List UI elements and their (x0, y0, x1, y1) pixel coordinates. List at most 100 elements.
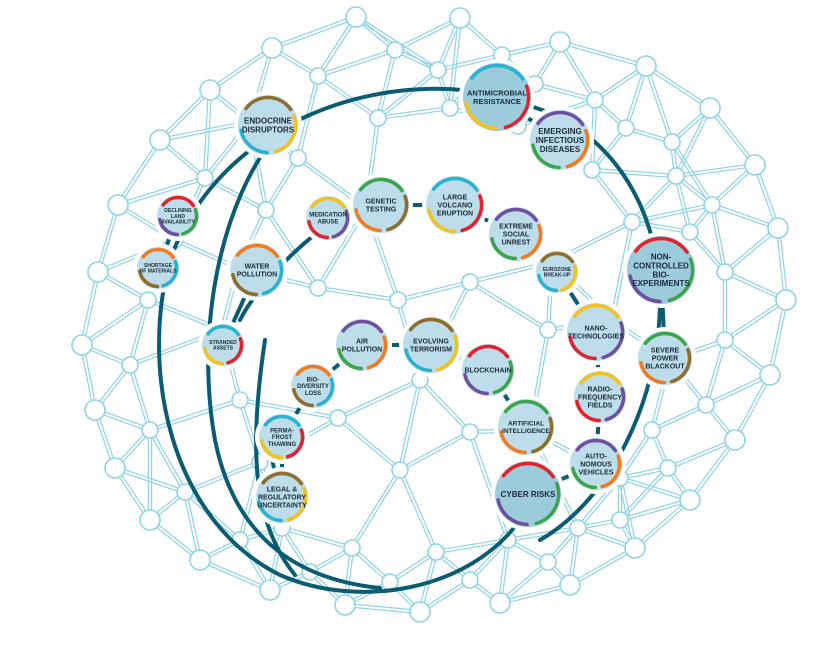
web-link (725, 270, 787, 300)
risk-node-disc (336, 319, 388, 371)
risk-node-cyber[interactable]: CYBER RISKS (491, 457, 565, 531)
web-link (706, 340, 728, 406)
web-link (468, 538, 508, 580)
web-link (723, 298, 786, 340)
risk-ring-arc (161, 195, 196, 208)
risk-ring-arc (285, 428, 305, 459)
web-node (345, 6, 367, 28)
risk-node-disc (498, 399, 554, 455)
web-node (461, 273, 479, 291)
web-link (266, 158, 300, 212)
risk-label-line: GENETIC (365, 199, 396, 206)
web-node (427, 543, 445, 561)
web-link (316, 76, 378, 120)
web-link (390, 552, 438, 584)
web-link (672, 140, 714, 205)
risk-ring-arc (206, 324, 241, 337)
web-link (676, 165, 756, 179)
risk-node-blockchain[interactable]: BLOCKCHAIN (458, 340, 518, 400)
risk-label-line: EVOLVING (413, 339, 449, 346)
web-node (409, 601, 431, 623)
web-node (231, 391, 249, 409)
risk-label-line: REGULATORY (258, 494, 306, 501)
web-node (429, 61, 447, 79)
web-link (318, 50, 396, 79)
web-link (703, 339, 725, 405)
web-link (468, 282, 548, 332)
web-node (569, 519, 587, 537)
web-link (185, 490, 242, 540)
web-node (539, 321, 557, 339)
web-link (182, 492, 200, 561)
web-link (570, 548, 637, 587)
risk-label-nano: NANO-TECHNOLOGIES (568, 326, 624, 341)
web-link (635, 500, 692, 550)
risk-node-nano[interactable]: NANO-TECHNOLOGIES (563, 299, 629, 365)
risk-ring-arc (181, 207, 199, 236)
risk-label-line: UNCERTAINTY (257, 502, 307, 509)
web-link (336, 418, 400, 472)
web-node (257, 201, 275, 219)
web-node (261, 37, 283, 59)
web-link (317, 47, 395, 76)
web-link (199, 560, 270, 593)
risk-label-line: FIELDS (588, 402, 613, 409)
web-link (631, 222, 690, 235)
web-link (375, 49, 395, 118)
web-link (398, 430, 470, 470)
risk-label-line: NON- (651, 252, 672, 261)
risk-ring-arc (571, 466, 598, 490)
risk-node-disc (489, 207, 543, 261)
web-link (633, 498, 690, 548)
web-node (389, 291, 407, 309)
risk-label-line: NOMOUS (580, 461, 612, 468)
risk-label-line: POLLUTION (342, 346, 382, 353)
web-link (447, 17, 460, 108)
risk-ring-arc (520, 223, 543, 260)
risk-node-disc (462, 344, 514, 396)
web-link (630, 174, 676, 222)
web-link (149, 397, 240, 430)
web-link (185, 491, 203, 560)
web-link (470, 540, 510, 582)
web-link (778, 227, 789, 300)
web-node (139, 509, 161, 531)
risk-label-line: SHORTAGE (144, 263, 173, 269)
risk-ring-arc (257, 499, 284, 523)
web-link (378, 108, 451, 121)
web-link (395, 18, 461, 52)
risk-ring-arc (534, 481, 561, 526)
risk-ring-arc (531, 416, 554, 454)
web-node (679, 489, 701, 511)
web-node (699, 97, 721, 119)
web-link (266, 208, 320, 288)
risk-ring-arc (263, 414, 301, 428)
web-link (690, 230, 727, 272)
web-link (755, 164, 781, 228)
